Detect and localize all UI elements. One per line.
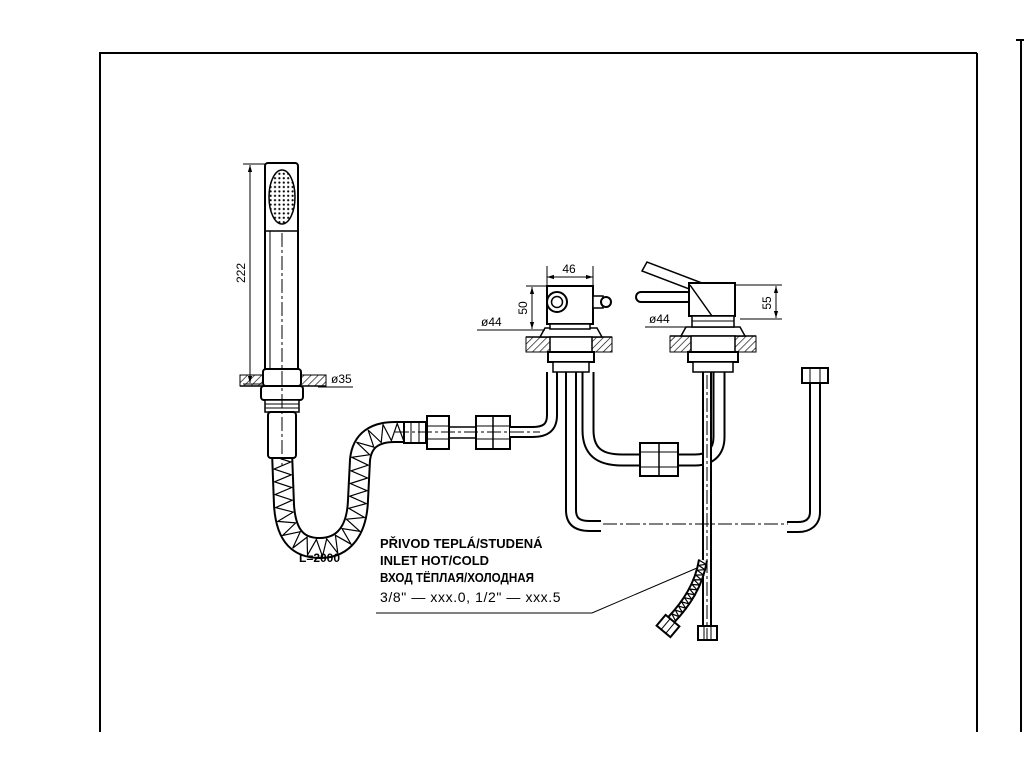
diverter-lever-tip: [600, 296, 612, 308]
shower-hose: [271, 421, 406, 560]
shower-deck-mount: [239, 368, 327, 459]
note-line-czech: PŘIVOD TEPLÁ/STUDENÁ: [380, 536, 543, 551]
drawing-frame: [99, 39, 1024, 732]
hose-length-label: L=2000: [299, 551, 340, 565]
outlet-pipe-inner: [510, 371, 556, 436]
right-mixer: [635, 261, 757, 373]
mixer-body-bevel: [689, 284, 713, 317]
dimension-label-50: 50: [516, 301, 530, 315]
dimension-left-mixer-diameter: ø44: [477, 315, 545, 331]
nut-face-line: [665, 622, 676, 634]
mixer-lever: [635, 291, 693, 303]
separate-inlet-pipe: [787, 367, 829, 533]
flexible-inlet-hose: [655, 559, 708, 639]
note-line-english: INLET HOT/COLD: [380, 553, 489, 568]
dimension-left-mixer-width: 46: [546, 262, 594, 286]
diverter-knob-center: [550, 295, 564, 309]
outlet-pipe-outline: [510, 372, 558, 438]
dimension-label-55: 55: [760, 296, 774, 310]
dimension-label-222: 222: [234, 263, 248, 283]
separate-pipe-outline: [787, 382, 821, 533]
hand-shower: [264, 162, 299, 373]
nut-body: [655, 613, 681, 639]
dimension-label-diameter-35: ø35: [331, 372, 352, 386]
mixer-body: [688, 282, 736, 317]
note-line-russian: ВХОД ТЁПЛАЯ/ХОЛОДНАЯ: [380, 570, 534, 585]
left-mixer: [525, 285, 613, 373]
hose-inner: [273, 423, 406, 558]
note-leader-line: [376, 567, 698, 614]
separate-pipe-inner: [787, 381, 819, 531]
shower-head-nozzles: [268, 169, 296, 225]
hose-braid: [272, 421, 405, 559]
mixer-shank: [549, 336, 593, 353]
mixer-flange: [679, 326, 747, 337]
mixer-mount-nut: [687, 351, 739, 363]
mixer-mount-nut: [547, 351, 595, 363]
deck-hatch-right: [300, 374, 327, 387]
mixer-thread: [552, 361, 590, 373]
mixer-thread: [692, 361, 734, 373]
dimension-shower-height: 222: [234, 163, 265, 385]
dimension-shower-diameter: ø35: [318, 372, 353, 388]
dimension-label-diameter-44: ø44: [649, 312, 670, 326]
dimension-right-mixer-height: 55: [735, 284, 782, 320]
dimension-label-46: 46: [562, 262, 576, 276]
nut-face-line: [660, 618, 671, 630]
inlet-pipe-left-inner: [567, 371, 601, 530]
inlet-note: PŘIVOD TEPLÁ/STUDENÁ INLET HOT/COLD ВХОД…: [376, 536, 698, 614]
note-line-sizes: 3/8" — xxx.0, 1/2" — xxx.5: [380, 589, 561, 605]
dimension-label-diameter-44: ø44: [481, 315, 502, 329]
dimension-left-mixer-height: 50: [516, 285, 547, 331]
dimension-right-mixer-diameter: ø44: [645, 312, 689, 328]
left-mixer-pipes: [510, 371, 726, 532]
mixer-shank: [690, 335, 736, 353]
separate-pipe-nut: [801, 367, 829, 384]
flex-hose-end-nut: [655, 613, 681, 639]
hose-braid: [670, 559, 708, 621]
mixer-collar: [549, 323, 591, 330]
